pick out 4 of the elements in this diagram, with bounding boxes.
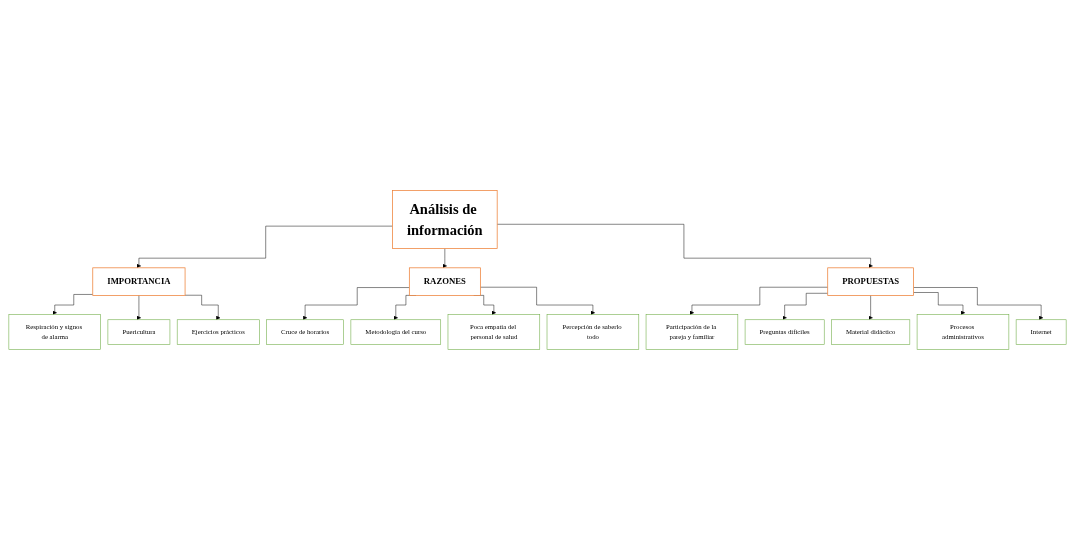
node-box: Análisis de información: [392, 190, 498, 249]
node-box: IMPORTANCIA: [92, 267, 186, 296]
node-box: RAZONES: [408, 267, 481, 296]
node-box: PROPUESTAS: [827, 267, 914, 296]
